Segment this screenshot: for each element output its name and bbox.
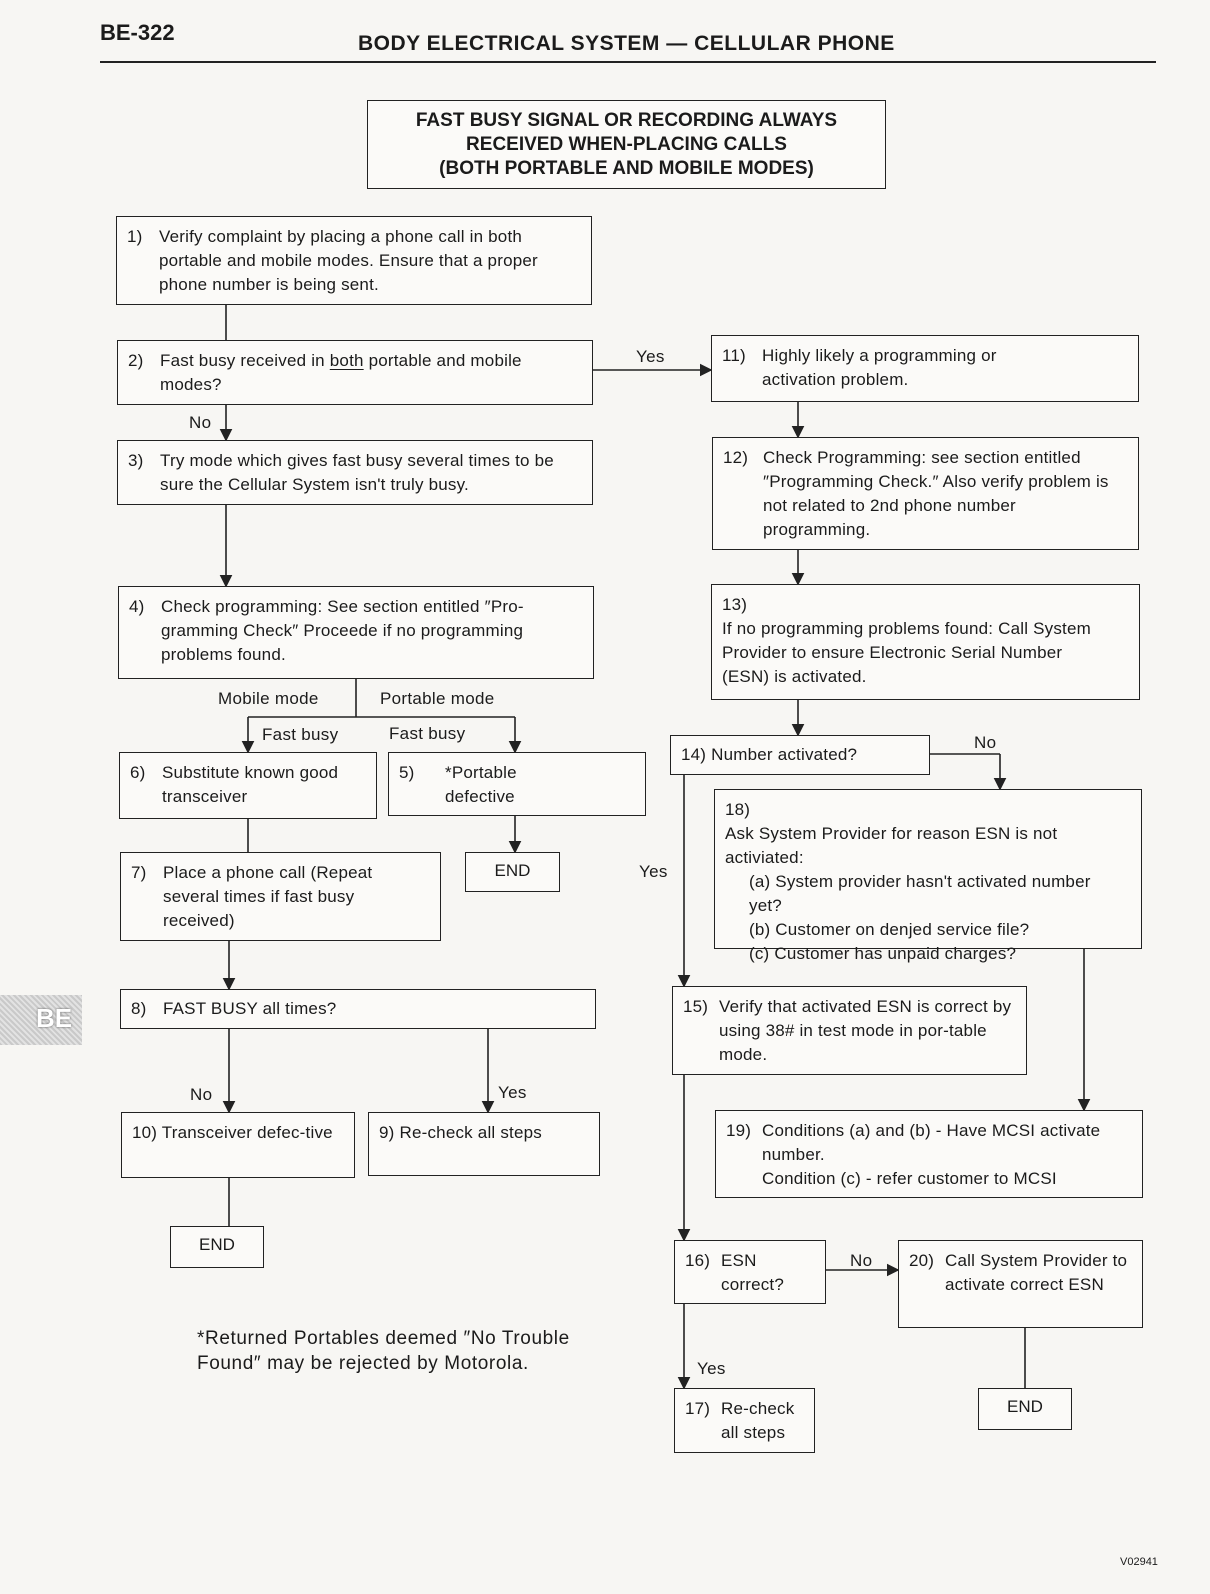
step-10-number: 10) <box>132 1123 158 1142</box>
step-2-number: 2) <box>128 351 144 370</box>
footnote: *Returned Portables deemed ″No Trouble F… <box>197 1328 570 1374</box>
step-14-box: 14) Number activated? <box>670 735 930 775</box>
step-1-number: 1) <box>127 227 143 246</box>
step-5-box: 5) *Portable defective <box>388 752 646 816</box>
step-6-text: Substitute known good transceiver <box>162 763 339 806</box>
title-line-3: (BOTH PORTABLE AND MOBILE MODES) <box>439 158 814 179</box>
label-mobile-mode: Mobile mode <box>218 689 319 708</box>
figure-code: V02941 <box>1120 1556 1158 1568</box>
step-18-option-a: (a) System provider hasn't activated num… <box>749 872 1091 915</box>
step-3-number: 3) <box>128 451 144 470</box>
step-20-box: 20) Call System Provider to activate corr… <box>898 1240 1143 1328</box>
step-19-number: 19) <box>726 1121 752 1140</box>
step-1-text: Verify complaint by placing a phone call… <box>159 227 538 294</box>
label-yes-8-9: Yes <box>498 1083 527 1102</box>
step-6-number: 6) <box>130 763 146 782</box>
label-no-14-18: No <box>974 733 997 752</box>
step-13-box: 13) If no programming problems found: Cal… <box>711 584 1140 700</box>
step-12-text: Check Programming: see section entitled … <box>763 448 1109 539</box>
step-2-text-post: portable and mobile modes? <box>160 351 522 394</box>
step-9-number: 9) <box>379 1123 395 1142</box>
step-8-number: 8) <box>131 999 147 1018</box>
step-4-text: Check programming: See section entitled … <box>161 597 524 664</box>
step-7-box: 7) Place a phone call (Repeat several tim… <box>120 852 441 941</box>
step-17-text: Re-check all steps <box>721 1399 795 1442</box>
step-13-number: 13) <box>722 595 748 614</box>
step-7-text: Place a phone call (Repeat several times… <box>163 863 373 930</box>
end-box-esn: END <box>978 1388 1072 1430</box>
step-15-box: 15) Verify that activated ESN is correct … <box>672 986 1027 1075</box>
end-box-transceiver: END <box>170 1226 264 1268</box>
step-19-line-2: Condition (c) - refer customer to MCSI <box>762 1169 1057 1188</box>
step-2-emphasis: both <box>329 351 364 370</box>
header-rule <box>100 61 1156 63</box>
step-16-text: ESN correct? <box>721 1251 785 1294</box>
section-side-tab-label: BE <box>36 1003 73 1033</box>
step-3-box: 3) Try mode which gives fast busy several… <box>117 440 593 505</box>
page-code: BE-322 <box>100 20 175 45</box>
step-8-box: 8) FAST BUSY all times? <box>120 989 596 1029</box>
label-yes-16-17: Yes <box>697 1359 726 1378</box>
step-2-box: 2) Fast busy received in both portable an… <box>117 340 593 405</box>
diagram-title-box: FAST BUSY SIGNAL OR RECORDING ALWAYS REC… <box>367 100 886 189</box>
step-11-text: Highly likely a programming or activatio… <box>762 346 997 389</box>
label-portable-mode: Portable mode <box>380 689 495 708</box>
step-12-number: 12) <box>723 448 749 467</box>
step-12-box: 12) Check Programming: see section entitl… <box>712 437 1139 550</box>
step-14-text: Number activated? <box>711 745 858 764</box>
step-11-box: 11) Highly likely a programming or activa… <box>711 335 1139 402</box>
label-no-2-3: No <box>189 413 212 432</box>
step-17-box: 17) Re-check all steps <box>674 1388 815 1453</box>
step-5-number: 5) <box>399 763 415 782</box>
label-yes-2-11: Yes <box>636 347 665 366</box>
step-19-box: 19) Conditions (a) and (b) - Have MCSI a… <box>715 1110 1143 1198</box>
step-1-box: 1) Verify complaint by placing a phone ca… <box>116 216 592 305</box>
step-9-box: 9) Re-check all steps <box>368 1112 600 1176</box>
step-11-number: 11) <box>722 346 746 365</box>
step-7-number: 7) <box>131 863 147 882</box>
end-box-portable: END <box>465 852 560 892</box>
page-header-title: BODY ELECTRICAL SYSTEM — CELLULAR PHONE <box>358 32 895 55</box>
step-18-option-b: (b) Customer on denjed service file? <box>749 920 1030 939</box>
section-side-tab: BE <box>0 995 82 1045</box>
step-3-text: Try mode which gives fast busy several t… <box>160 451 554 494</box>
step-8-text: FAST BUSY all times? <box>163 999 337 1018</box>
step-20-number: 20) <box>909 1251 935 1270</box>
step-18-text: Ask System Provider for reason ESN is no… <box>725 824 1058 867</box>
step-16-number: 16) <box>685 1251 711 1270</box>
step-18-box: 18) Ask System Provider for reason ESN i… <box>714 789 1142 963</box>
step-18-option-c: (c) Customer has unpaid charges? <box>749 944 1017 963</box>
title-line-2: RECEIVED WHEN-PLACING CALLS <box>466 134 787 155</box>
step-10-box: 10) Transceiver defec-tive <box>121 1112 355 1178</box>
step-15-text: Verify that activated ESN is correct by … <box>719 997 1012 1064</box>
label-fast-busy-mobile: Fast busy <box>262 725 339 744</box>
step-16-box: 16) ESN correct? <box>674 1240 826 1304</box>
step-4-box: 4) Check programming: See section entitle… <box>118 586 594 679</box>
title-line-1: FAST BUSY SIGNAL OR RECORDING ALWAYS <box>415 110 838 131</box>
step-2-text-pre: Fast busy received in <box>160 351 330 370</box>
step-15-number: 15) <box>683 997 709 1016</box>
step-20-text: Call System Provider to activate correct… <box>945 1251 1128 1294</box>
label-no-16-20: No <box>850 1251 873 1270</box>
step-5-text: *Portable defective <box>445 763 517 806</box>
step-13-text: If no programming problems found: Call S… <box>722 619 1091 686</box>
step-6-box: 6) Substitute known good transceiver <box>119 752 377 819</box>
step-9-text: Re-check all steps <box>399 1123 542 1142</box>
step-19-line-1: Conditions (a) and (b) - Have MCSI activ… <box>762 1121 1101 1164</box>
label-fast-busy-portable: Fast busy <box>389 724 466 743</box>
label-no-8-10: No <box>190 1085 213 1104</box>
step-18-number: 18) <box>725 800 751 819</box>
label-yes-14-15: Yes <box>639 862 668 881</box>
step-4-number: 4) <box>129 597 145 616</box>
step-14-number: 14) <box>681 745 707 764</box>
step-10-text: Transceiver defec-tive <box>161 1123 333 1142</box>
step-17-number: 17) <box>685 1399 711 1418</box>
